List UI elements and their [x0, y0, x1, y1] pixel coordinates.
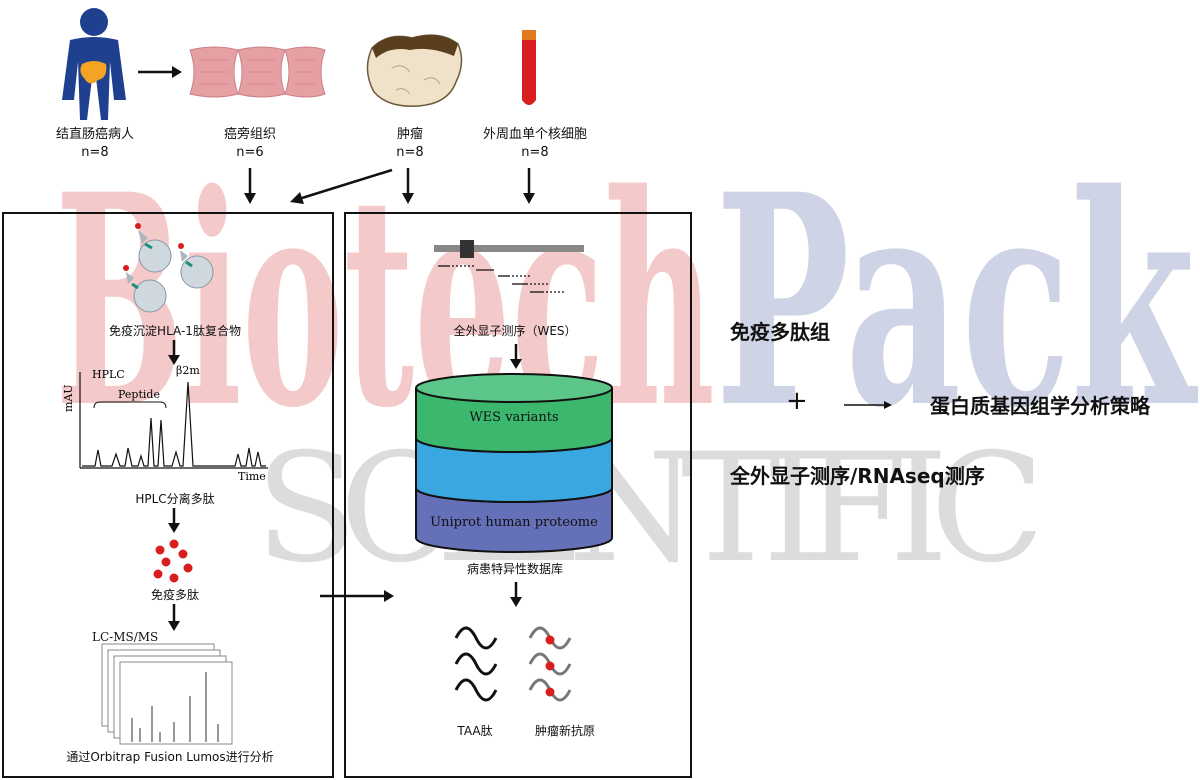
- immunopeptidome-graphics: mAU HPLC Peptide β2m Time: [62, 223, 268, 745]
- side-plus: +: [786, 386, 808, 416]
- side-sequencing: 全外显子测序/RNAseq测序: [730, 464, 985, 488]
- db-layer-wes: WES variants: [469, 410, 558, 425]
- database-cylinder: [415, 373, 613, 553]
- patient-label: 结直肠癌病人 n=8: [40, 126, 150, 162]
- arrow-patient-to-tissue: [138, 66, 182, 78]
- neoantigen-peptides-icon: [528, 626, 572, 702]
- arrow-peptides-to-ms: [168, 604, 180, 631]
- taa-peptides-icon: [454, 626, 498, 702]
- wes-label: 全外显子测序（WES）: [453, 324, 577, 338]
- patient-body-icon: [62, 8, 126, 120]
- side-arrow: [844, 401, 892, 409]
- arrow-db-to-antigens: [510, 582, 522, 607]
- arrow-tissue-to-left: [244, 168, 256, 204]
- immunopeptidome-panel: [2, 212, 334, 778]
- para-title: 癌旁组织: [223, 127, 276, 142]
- chrom-b2m-label: β2m: [176, 364, 200, 377]
- hplc-sep-label: HPLC分离多肽: [135, 492, 215, 506]
- arrow-ip-to-hplc: [168, 340, 180, 365]
- peptides-label: 免疫多肽: [150, 588, 199, 602]
- chrom-peptide-label: Peptide: [118, 388, 160, 401]
- top-illustrations: [62, 8, 536, 204]
- taa-label: TAA肽: [457, 724, 493, 738]
- ip-label: 免疫沉淀HLA-1肽复合物: [109, 324, 241, 338]
- tumor-label: 肿瘤 n=8: [370, 126, 450, 162]
- proteogenomics-graphics: WES variants Uniprot human proteome: [415, 240, 613, 702]
- sequencing-reads-icon: [434, 240, 584, 293]
- arrow-left-to-right-panel: [320, 590, 394, 602]
- db-label: 病患特异性数据库: [466, 562, 563, 576]
- colon-tissue-icon: [189, 46, 326, 98]
- tumor-n: n=8: [396, 145, 424, 160]
- peptide-dots: [153, 539, 193, 583]
- patient-n: n=8: [81, 145, 109, 160]
- hplc-chromatogram: mAU HPLC Peptide β2m Time: [62, 364, 268, 483]
- blood-label: 外周血单个核细胞 n=8: [470, 126, 600, 162]
- proteogenomics-panel: [344, 212, 692, 778]
- side-immunopeptidome: 免疫多肽组: [730, 320, 830, 344]
- chrom-time-label: Time: [238, 470, 266, 483]
- hla-bead-icon: [123, 223, 214, 313]
- neo-label: 肿瘤新抗原: [534, 724, 595, 738]
- arrow-blood-to-right: [523, 168, 535, 204]
- lumos-label: 通过Orbitrap Fusion Lumos进行分析: [66, 750, 274, 764]
- arrow-tumor-to-left: [290, 168, 393, 204]
- chrom-y-label: mAU: [62, 384, 75, 412]
- arrow-tumor-to-right: [402, 168, 414, 204]
- ms-spectra-stack: [101, 643, 233, 745]
- arrow-wes-to-db: [510, 344, 522, 369]
- blood-n: n=8: [521, 145, 549, 160]
- lcms-label: LC-MS/MS: [92, 630, 159, 644]
- tumor-title: 肿瘤: [396, 127, 423, 142]
- para-label: 癌旁组织 n=6: [200, 126, 300, 162]
- tumor-icon: [366, 34, 463, 107]
- arrow-hplc-to-peptides: [168, 508, 180, 533]
- db-layer-uniprot: Uniprot human proteome: [430, 515, 598, 530]
- para-n: n=6: [236, 145, 264, 160]
- blood-tube-icon: [522, 30, 536, 105]
- blood-title: 外周血单个核细胞: [482, 127, 587, 142]
- patient-title: 结直肠癌病人: [55, 127, 134, 142]
- side-proteogenomics: 蛋白质基因组学分析策略: [930, 394, 1150, 418]
- chrom-hplc-label: HPLC: [92, 368, 125, 381]
